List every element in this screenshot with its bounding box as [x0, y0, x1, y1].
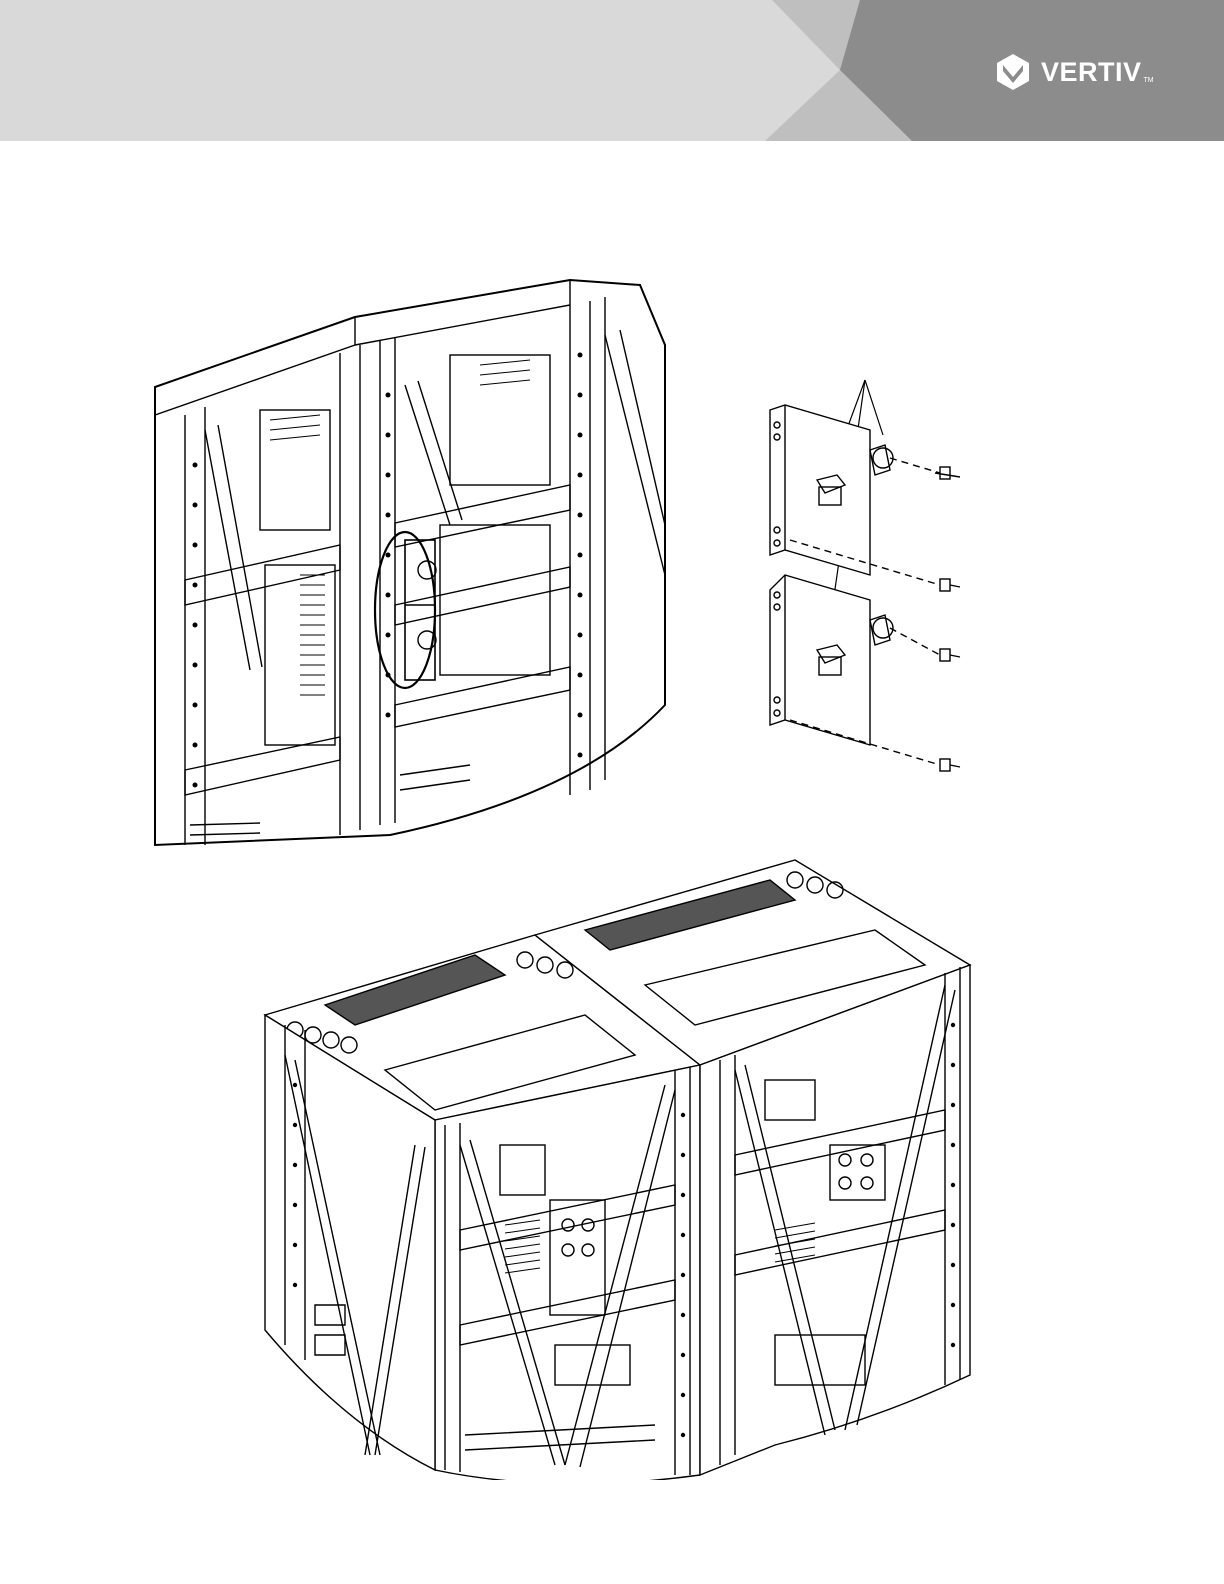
- cabinet-frame-closeup-drawing: [150, 275, 675, 855]
- vertiv-logo: VERTIV TM: [993, 50, 1154, 94]
- bracket-bolt-exploded-drawing: [755, 375, 970, 785]
- two-cabinet-assembly-figure: [255, 855, 975, 1480]
- two-cabinet-assembly-drawing: [255, 855, 975, 1480]
- vertiv-chevron-icon: [993, 52, 1033, 92]
- brand-name: VERTIV: [1041, 57, 1142, 88]
- bracket-bolt-detail-figure: [755, 375, 970, 785]
- cabinet-frame-closeup-figure: [150, 275, 675, 855]
- brand-trademark: TM: [1144, 77, 1154, 84]
- page-header-band: VERTIV TM: [0, 0, 1224, 141]
